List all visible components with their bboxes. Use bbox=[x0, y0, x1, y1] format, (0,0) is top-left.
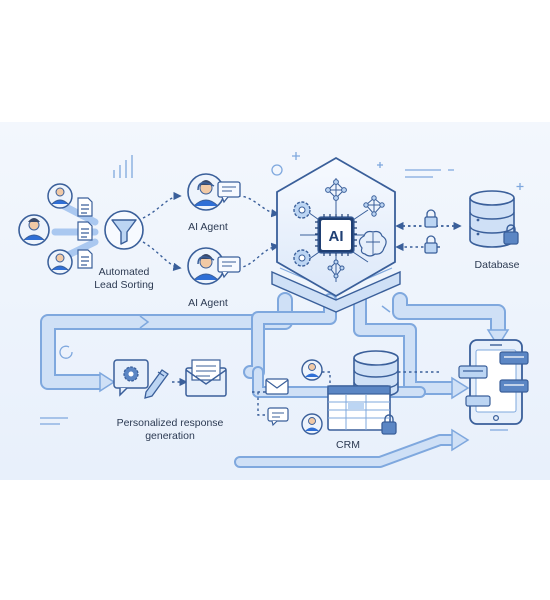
user-icon bbox=[301, 413, 323, 435]
gear-icon bbox=[293, 201, 311, 219]
ai-chip-icon: AI bbox=[315, 214, 357, 256]
smartphone-icon bbox=[458, 339, 529, 425]
pencil-icon bbox=[144, 369, 169, 399]
document-icon bbox=[77, 197, 93, 269]
ai-core: AI bbox=[271, 156, 401, 313]
brain-icon bbox=[358, 230, 387, 257]
crm-group bbox=[301, 350, 399, 435]
chat-bubble-icon bbox=[267, 407, 289, 427]
response-generation-label-line1: Personalized response bbox=[117, 417, 224, 429]
lock-icon bbox=[503, 224, 519, 245]
user-icon bbox=[47, 249, 73, 275]
response-generation-group bbox=[113, 359, 227, 399]
database-label: Database bbox=[475, 259, 520, 271]
envelope-icon bbox=[265, 378, 289, 395]
user-icon bbox=[301, 359, 323, 381]
ai-agent-bottom-label: AI Agent bbox=[188, 297, 228, 309]
ai-agent-bottom bbox=[187, 247, 225, 285]
user-icon bbox=[18, 214, 50, 246]
lock-icon bbox=[424, 209, 438, 228]
headset-agent-icon bbox=[197, 256, 215, 265]
database-icon bbox=[469, 190, 519, 248]
neural-network-icon bbox=[325, 179, 385, 279]
lock-icon bbox=[381, 414, 397, 435]
ai-core-label: AI bbox=[329, 228, 344, 245]
funnel-icon bbox=[104, 210, 144, 250]
chat-bubble-icon bbox=[113, 359, 149, 397]
chat-bubble-icon bbox=[217, 256, 241, 279]
ai-agent-top-label: AI Agent bbox=[188, 221, 228, 233]
lead-sources bbox=[18, 183, 93, 275]
headset-agent-icon bbox=[197, 182, 215, 191]
diagram-background-panel bbox=[0, 122, 550, 480]
gear-icon bbox=[293, 249, 311, 267]
response-generation-label-line2: generation bbox=[145, 430, 195, 442]
envelope-icon bbox=[185, 359, 227, 397]
flow-arrowheads bbox=[99, 305, 510, 452]
chat-bubble-icon bbox=[217, 181, 241, 204]
lead-sorting-label-line2: Lead Sorting bbox=[94, 279, 154, 291]
user-icon bbox=[47, 183, 73, 209]
crm-label: CRM bbox=[336, 439, 360, 451]
chat-bubble-icon bbox=[458, 351, 529, 407]
lead-sorting-label-line1: Automated bbox=[99, 266, 150, 278]
gear-icon bbox=[123, 366, 139, 382]
lock-icon bbox=[424, 235, 438, 254]
spreadsheet-icon bbox=[327, 385, 391, 431]
ai-agent-top bbox=[187, 173, 225, 211]
